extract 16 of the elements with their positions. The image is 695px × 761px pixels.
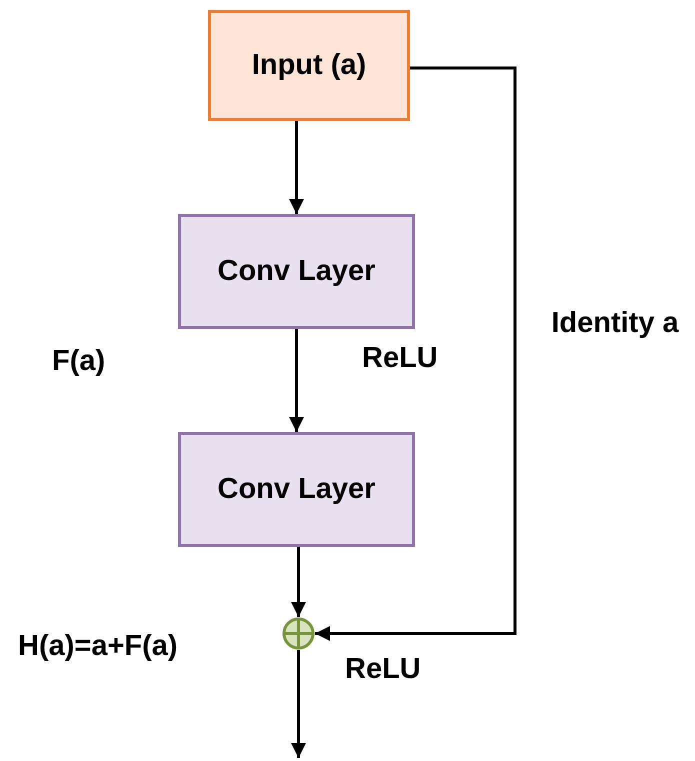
box-label: Conv Layer xyxy=(218,254,376,290)
box-label: Conv Layer xyxy=(218,472,376,508)
arrow xyxy=(291,547,306,617)
annotation-label: H(a)=a+F(a) xyxy=(18,629,178,664)
arrow xyxy=(289,121,304,214)
process-box xyxy=(208,10,410,121)
sum-circle xyxy=(282,617,315,650)
arrow xyxy=(291,650,306,758)
annotation-label: ReLU xyxy=(345,652,421,687)
arrow xyxy=(289,329,304,432)
arrow xyxy=(315,66,516,641)
process-box xyxy=(178,432,415,547)
annotation-label: F(a) xyxy=(52,344,106,379)
box-label: Input (a) xyxy=(252,48,366,84)
annotation-label: ReLU xyxy=(362,341,438,376)
process-box xyxy=(178,214,415,329)
